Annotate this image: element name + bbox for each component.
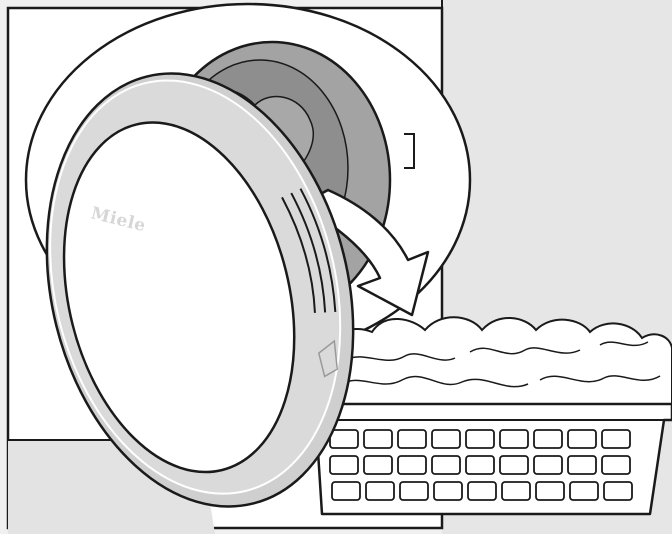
open-door <box>45 72 355 508</box>
door-hinge-mark <box>317 339 339 378</box>
porthole-lock-notch <box>404 133 415 169</box>
laundry-fold-4 <box>469 347 581 355</box>
door-handle-grooves <box>281 188 337 313</box>
laundry-fold-5 <box>339 375 529 388</box>
basket-grid <box>329 429 633 501</box>
door-glass <box>62 121 296 474</box>
laundry-pile <box>321 316 672 415</box>
laundry-fold-3 <box>344 353 456 361</box>
laundry-fold-7 <box>599 341 649 347</box>
laundry-fold-6 <box>539 375 661 383</box>
